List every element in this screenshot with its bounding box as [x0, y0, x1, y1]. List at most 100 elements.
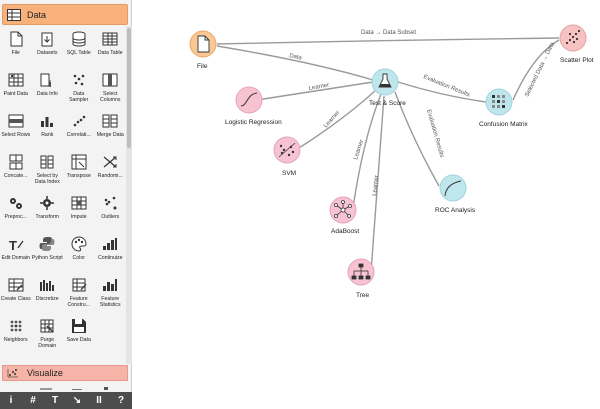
link-label-file-scatter: Data → Data Subset: [361, 30, 416, 36]
preprocess-icon: [9, 198, 22, 209]
grid-icon[interactable]: #: [30, 395, 36, 406]
node-label-svm: SVM: [282, 170, 296, 177]
node-roc-analysis[interactable]: ROC Analysis: [435, 174, 476, 214]
logistic-curve-icon: [240, 92, 258, 107]
widget-label: Select Rows: [1, 132, 31, 138]
create-class-icon: [8, 278, 24, 292]
node-label-confusion-matrix: Confusion Matrix: [479, 121, 529, 128]
widget-sql-table[interactable]: SQL Table: [63, 26, 95, 67]
widget-preprocess[interactable]: Preproc...: [0, 190, 32, 231]
node-label-test-score: Test & Score: [369, 100, 406, 107]
help-icon[interactable]: ?: [117, 395, 125, 406]
widget-merge-data[interactable]: Merge Data: [95, 108, 127, 149]
widget-label: Purge Domain: [38, 337, 57, 349]
widget-label: Create Class: [0, 296, 31, 302]
link-file-scatter[interactable]: [216, 37, 560, 45]
widget-transpose[interactable]: Transpose: [63, 149, 95, 190]
python-script-icon: [39, 237, 55, 251]
bottom-toolbar: i # T ↘ II?: [0, 392, 132, 409]
widget-python-script[interactable]: Python Script: [32, 231, 64, 272]
data-sampler-icon: [73, 74, 85, 86]
widget-color[interactable]: Color: [63, 231, 95, 272]
roc-curve-icon: [444, 180, 462, 197]
pause-icon[interactable]: II: [96, 395, 102, 406]
widget-data-sampler[interactable]: Data Sampler: [63, 67, 95, 108]
widget-datasets[interactable]: Datasets: [32, 26, 64, 67]
widget-outliers[interactable]: Outliers: [95, 190, 127, 231]
widget-file[interactable]: File: [0, 26, 32, 67]
concatenate-icon: [9, 154, 23, 170]
widget-label: Paint Data: [3, 91, 28, 97]
widget-select-rows[interactable]: Select Rows: [0, 108, 32, 149]
link-test-confusion[interactable]: [397, 81, 487, 103]
widget-label: Transform: [35, 214, 59, 220]
node-label-roc-analysis: ROC Analysis: [435, 207, 476, 214]
widget-label: Continuize: [97, 255, 123, 261]
category-label: Data: [27, 9, 47, 20]
node-test-score[interactable]: Test & Score: [369, 68, 406, 107]
text-annotation-icon[interactable]: T: [51, 395, 59, 406]
info-icon[interactable]: i: [9, 395, 13, 406]
widget-label: Feature Statistics: [99, 296, 121, 308]
link-svm-test[interactable]: [298, 89, 377, 149]
widget-select-by-data-index[interactable]: Select by Data Index: [32, 149, 64, 190]
node-label-tree: Tree: [356, 292, 370, 299]
widget-rank[interactable]: Rank: [32, 108, 64, 149]
links: [216, 37, 560, 273]
node-tree[interactable]: Tree: [347, 258, 375, 299]
panel-scrollbar-thumb[interactable]: [127, 28, 131, 148]
link-adaboost-test[interactable]: [352, 93, 382, 209]
widget-feature-statistics[interactable]: Feature Statistics: [95, 272, 127, 313]
widget-label: Feature Constru...: [67, 296, 91, 308]
widget-save-data[interactable]: Save Data: [63, 313, 95, 354]
svg-text:T: T: [9, 238, 17, 253]
category-header-visualize[interactable]: Visualize: [2, 365, 128, 381]
data-table-icon: [102, 32, 118, 46]
widget-paint-data[interactable]: Paint Data: [0, 67, 32, 108]
widget-continuize[interactable]: Continuize: [95, 231, 127, 272]
widget-label: Outliers: [101, 214, 120, 220]
node-scatter-plot[interactable]: Scatter Plot: [559, 24, 594, 64]
link-confusion-scatter[interactable]: [512, 39, 560, 101]
randomize-icon: [103, 156, 117, 168]
category-label-visualize: Visualize: [27, 368, 63, 378]
link-labels: Data → Data Subset Data Learner Learner …: [289, 30, 557, 196]
link-label-tree-test: Learner: [372, 175, 380, 196]
data-info-icon: i: [40, 73, 52, 89]
node-svm[interactable]: SVM: [273, 136, 301, 177]
node-file[interactable]: File: [189, 30, 217, 70]
widget-concatenate[interactable]: Concate...: [0, 149, 32, 190]
widget-neighbors[interactable]: Neighbors: [0, 313, 32, 354]
widget-impute[interactable]: Impute: [63, 190, 95, 231]
widget-randomize[interactable]: Randomi...: [95, 149, 127, 190]
node-adaboost[interactable]: AdaBoost: [329, 196, 359, 235]
widget-label: Datasets: [37, 50, 58, 56]
link-test-roc[interactable]: [394, 91, 440, 187]
node-confusion-matrix[interactable]: Confusion Matrix: [479, 88, 529, 128]
widget-feature-constructor[interactable]: Feature Constru...: [63, 272, 95, 313]
node-logistic-regression[interactable]: Logistic Regression: [225, 86, 282, 126]
widget-data-table[interactable]: Data Table: [95, 26, 127, 67]
panel-scrollbar[interactable]: [126, 26, 132, 364]
link-logistic-test[interactable]: [256, 81, 374, 101]
widget-correlations[interactable]: Correlati...: [63, 108, 95, 149]
widget-purge-domain[interactable]: Purge Domain: [32, 313, 64, 354]
category-header-data[interactable]: Data: [2, 4, 128, 25]
widget-label: Save Data: [66, 337, 91, 343]
feature-statistics-icon: [103, 279, 118, 291]
widget-select-columns[interactable]: Select Columns: [95, 67, 127, 108]
confusion-matrix-icon: [492, 95, 505, 108]
link-tree-test[interactable]: [370, 95, 385, 273]
scatter-icon: [7, 369, 18, 378]
widget-discretize[interactable]: Discretize: [32, 272, 64, 313]
arrow-annotation-icon[interactable]: ↘: [72, 395, 82, 406]
widget-create-class[interactable]: Create Class: [0, 272, 32, 313]
workflow-canvas[interactable]: Data → Data Subset Data Learner Learner …: [133, 0, 600, 409]
link-file-test[interactable]: [216, 45, 374, 81]
select-columns-icon: [102, 73, 118, 87]
widget-transform[interactable]: Transform: [32, 190, 64, 231]
